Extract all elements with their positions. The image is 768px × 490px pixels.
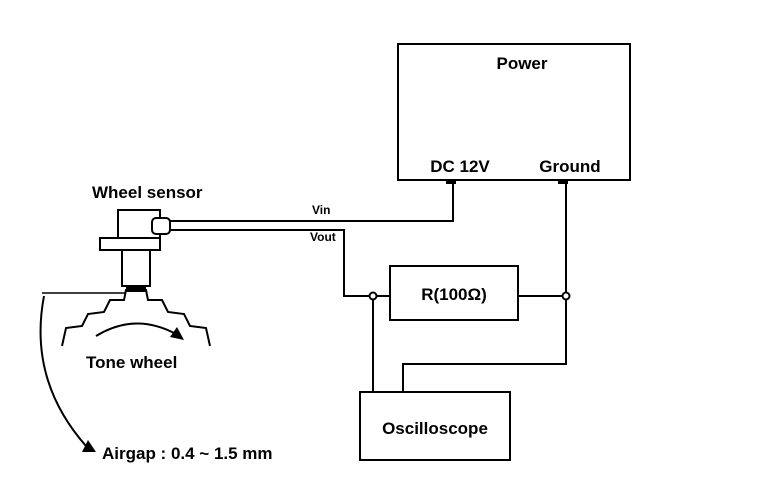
dc-12v-label: DC 12V [430,157,490,176]
tone-wheel-label: Tone wheel [86,353,177,372]
wheel-sensor-flange [99,237,161,251]
resistor-box [389,265,519,321]
resistor-label: R(100Ω) [421,285,487,304]
tone-wheel-gear [61,289,211,347]
airgap-arrow-head [82,440,96,452]
wheel-sensor-body [121,249,151,287]
vin-wire [312,184,454,222]
airgap-callout-arrow [39,295,87,447]
power-supply-box [397,43,631,181]
vin-label: Vin [312,203,330,217]
airgap-label: Airgap : 0.4 ~ 1.5 mm [102,444,273,463]
wheel-sensor-label: Wheel sensor [92,183,203,202]
rotation-arrow [95,322,177,337]
oscilloscope-box [359,391,511,461]
ground-to-scope-wire [402,300,567,392]
vout-wire [312,229,373,297]
ground-label: Ground [539,157,600,176]
rotation-arrow-head [170,327,184,340]
sensor-cable-plug [151,217,171,235]
right-junction-node [561,291,571,301]
left-junction-node [368,291,378,301]
oscilloscope-label: Oscilloscope [382,419,488,438]
dc-terminal [446,180,456,184]
ground-terminal [558,180,568,184]
power-label: Power [496,54,547,73]
vout-label: Vout [310,230,336,244]
